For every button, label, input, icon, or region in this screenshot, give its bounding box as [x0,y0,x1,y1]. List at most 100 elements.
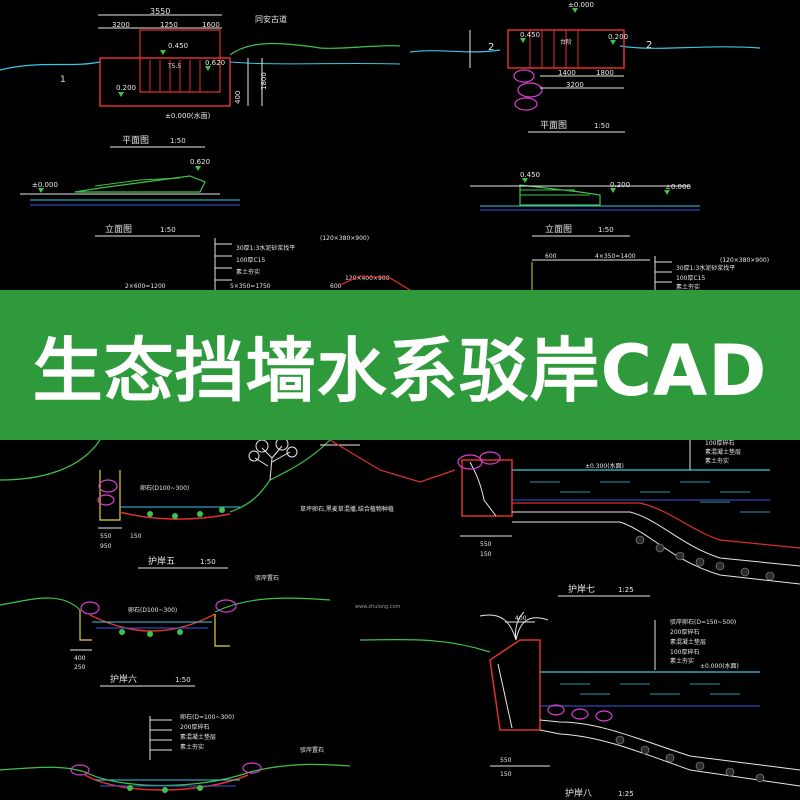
sec6-stone: 卵石(D100~300) [128,606,177,614]
sec7-dim-1: 550 [480,541,492,548]
sec5-dim-1: 550 [100,533,112,540]
plan-right-dim-1: 1400 [558,69,576,77]
plan-right-label: 台阶 [560,38,572,46]
watermark: www.zhulong.com [355,604,401,610]
elev-right-level-b: 0.200 [610,181,630,189]
section-6: 卵石(D100~300) 驳岸置石 400 250 护岸六 1:50 www.z… [0,574,401,687]
notes-left-item-1: (120×380×900) [320,235,369,242]
sec5-dim-3: 950 [100,543,112,550]
section-bottom: 卵石(D=100~300) 200厚碎石 素混凝土垫层 素土夯实 驳岸置石 [0,713,351,793]
sec6-scale: 1:50 [175,676,191,684]
plan-right-scale: 1:50 [594,122,610,130]
plan-left-scale-note: ±0.000(水面) [165,111,211,120]
plan-left-dim-total: 3550 [150,7,170,16]
section-7: ±0.300(水面) 100厚碎石 素混凝土垫层 素土夯实 550 150 护岸… [329,439,800,597]
bottom-label: 驳岸置石 [300,746,324,754]
plan-right-marker-1: 2 [488,42,494,53]
notes-right-item-1: (120×380×900) [720,257,769,264]
plan-right-dim-total: 3200 [566,81,584,89]
plan-left-level-b: 0.620 [205,59,225,67]
plan-left-level-c: 0.200 [116,84,136,92]
sec8-item-1: 驳岸卵石(D=150~500) [670,618,736,626]
sec5-scale: 1:50 [200,558,216,566]
notes-right-item-3: 100厚C15 [676,275,705,282]
sec8-title: 护岸八 [565,787,592,799]
notes-right-item-2: 30厚1:3水泥砂浆找平 [676,264,735,272]
sec8-item-3: 素混凝土垫层 [670,638,706,646]
notes-left-item-4: 素土夯实 [236,268,260,276]
sec7-dim-2: 150 [480,551,492,558]
sec5-dim-2: 150 [130,533,142,540]
sec5-stone: 卵石(D100~300) [140,484,189,492]
notes-left-dim-3: 600 [330,283,342,290]
sec8-dim-3: 150 [500,771,512,778]
plan-left: 3550 3200 1250 1600 同安古道 T5.5 1 0.450 0.… [0,7,401,148]
plan-right: ±0.000 2 2 台阶 0.450 0.200 1400 1800 3200… [409,1,761,133]
plan-left-dim-1: 3200 [112,21,130,29]
sec7-item-2: 素混凝土垫层 [705,448,741,456]
plan-left-marker: 1 [60,75,66,85]
plan-left-road: 同安古道 [255,14,287,24]
plan-right-dim-2: 1800 [596,69,614,77]
plan-left-level-a: 0.450 [168,42,188,50]
plan-left-title: 平面图 [122,135,149,146]
elev-left-scale: 1:50 [160,226,176,234]
sec8-dim-2: 550 [500,757,512,764]
sec8-item-4: 100厚碎石 [670,648,699,656]
plan-right-level-b: 0.200 [608,33,628,41]
sec7-scale: 1:25 [618,586,634,594]
plan-right-level-a: 0.450 [520,31,540,39]
elev-left-level-b: ±0.000 [32,181,58,189]
notes-right: (120×380×900) 30厚1:3水泥砂浆找平 100厚C15 素土夯实 … [531,253,769,291]
elev-left-title: 立面图 [105,223,132,235]
elev-right-title: 立面图 [545,223,572,235]
plan-right-title: 平面图 [540,120,567,131]
notes-left-dim-2: 5×350=1750 [230,283,271,290]
plan-left-dim-5: 1800 [260,72,268,90]
plan-right-marker-2: 2 [646,40,652,51]
banner-title: 生态挡墙水系驳岸CAD [32,329,768,412]
sec5-title: 护岸五 [148,555,175,567]
notes-left-item-2: 30厚1:3水泥砂浆找平 [236,244,295,252]
elevation-left: 0.620 ±0.000 立面图 1:50 [20,158,240,237]
sec6-dim-1: 400 [74,655,86,662]
notes-right-dim-1: 600 [545,253,557,260]
sec7-level: ±0.300(水面) [585,462,624,470]
sec7-item-1: 100厚碎石 [705,439,734,447]
sec8-level: ±0.000(水面) [700,662,739,670]
notes-left-item-3: 100厚C15 [236,257,265,264]
notes-left-dim-1: 2×600=1200 [125,283,166,290]
sec8-item-5: 素土夯实 [670,657,694,665]
section-5: 卵石(D100~300) 草坪卵石,黑麦草混播,结合植物种植 550 150 9… [0,437,394,569]
elev-right-scale: 1:50 [598,226,614,234]
elevation-right: 0.450 0.200 ±0.000 立面图 1:50 [470,171,700,237]
plan-left-dim-4: 400 [234,91,242,104]
notes-right-dim-2: 4×350=1400 [595,253,636,260]
plan-right-level-top: ±0.000 [568,1,594,9]
plan-left-scale: 1:50 [170,137,186,145]
notes-left-stone: 120×400×900 [345,275,390,282]
bottom-item-3: 素混凝土垫层 [180,733,216,741]
plan-left-dim-3: 1600 [202,21,220,29]
sec5-plant: 草坪卵石,黑麦草混播,结合植物种植 [300,505,394,513]
bottom-item-2: 200厚碎石 [180,723,209,731]
sec6-label: 驳岸置石 [255,574,279,582]
bottom-item-1: 卵石(D=100~300) [180,713,234,721]
title-banner: 生态挡墙水系驳岸CAD [0,290,800,440]
sec6-dim-2: 250 [74,664,86,671]
plan-left-dim-2: 1250 [160,21,178,29]
sec8-item-2: 200厚碎石 [670,628,699,636]
elev-left-level-a: 0.620 [190,158,210,166]
notes-left: (120×380×900) 30厚1:3水泥砂浆找平 100厚C15 素土夯实 … [125,235,411,291]
notes-right-item-4: 素土夯实 [676,283,700,291]
sec8-dim-1: 400 [515,615,527,622]
plan-left-tread: T5.5 [167,63,181,70]
section-8: ±0.000(水面) 驳岸卵石(D=150~500) 200厚碎石 素混凝土垫层… [359,611,800,799]
elev-right-level-c: ±0.000 [665,183,691,191]
sec6-title: 护岸六 [110,673,137,685]
sec7-title: 护岸七 [568,583,595,595]
sec7-item-3: 素土夯实 [705,457,729,465]
bottom-item-4: 素土夯实 [180,743,204,751]
